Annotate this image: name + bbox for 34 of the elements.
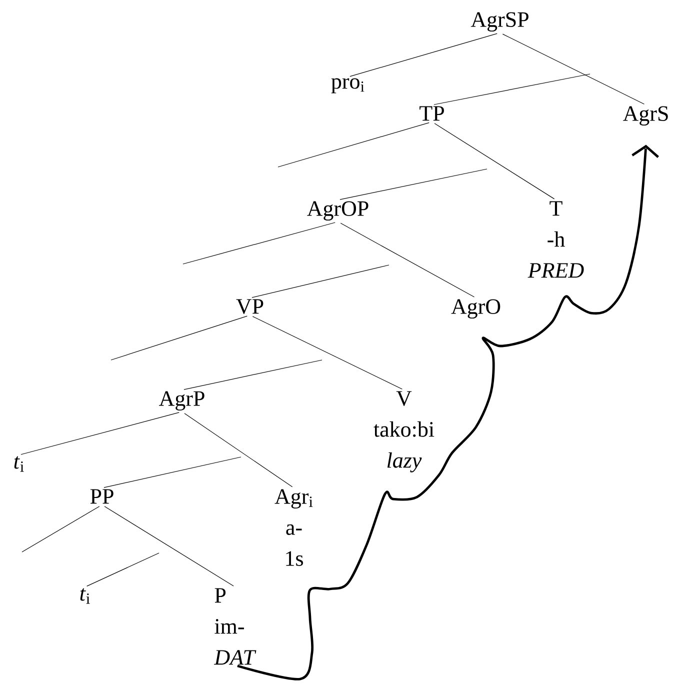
branch-line xyxy=(86,552,160,586)
branch-line xyxy=(104,456,242,488)
branch-line xyxy=(350,33,498,77)
category-label: AgrO xyxy=(451,299,500,319)
branch-line xyxy=(434,123,555,200)
branch-line xyxy=(434,74,590,105)
category-label: AgrSP xyxy=(470,12,528,32)
branch-line xyxy=(22,506,100,552)
branch-line xyxy=(110,316,248,360)
terminal-label: P im- DAT xyxy=(214,588,256,665)
movement-arrow xyxy=(237,144,659,680)
category-label: AgrP xyxy=(159,391,204,410)
terminal-label: V tako:bi lazy xyxy=(374,391,434,472)
category-label: TP xyxy=(420,106,444,121)
terminal-label: Agr$_{i}$ a- 1s xyxy=(274,489,313,566)
branch-line xyxy=(182,222,336,264)
branch-line xyxy=(104,506,234,586)
branch-line xyxy=(184,360,322,390)
branch-line xyxy=(340,222,475,298)
branch-line xyxy=(278,122,430,168)
category-label: PP xyxy=(90,489,114,504)
category-label: AgrS xyxy=(623,106,668,126)
branch-line xyxy=(502,34,644,104)
category-label: AgrOP xyxy=(307,201,368,221)
category-label: pro$_{i}$ xyxy=(331,78,364,94)
terminal-label: T -h PRED xyxy=(528,201,584,278)
branch-line xyxy=(340,168,488,200)
branch-line xyxy=(252,264,390,298)
category-label: t$_{i}$ xyxy=(14,456,24,472)
branch-line xyxy=(20,412,180,455)
branch-line xyxy=(252,316,402,390)
category-label: VP xyxy=(236,299,264,314)
branch-line xyxy=(184,413,293,488)
category-label: t$_{i}$ xyxy=(80,588,90,604)
